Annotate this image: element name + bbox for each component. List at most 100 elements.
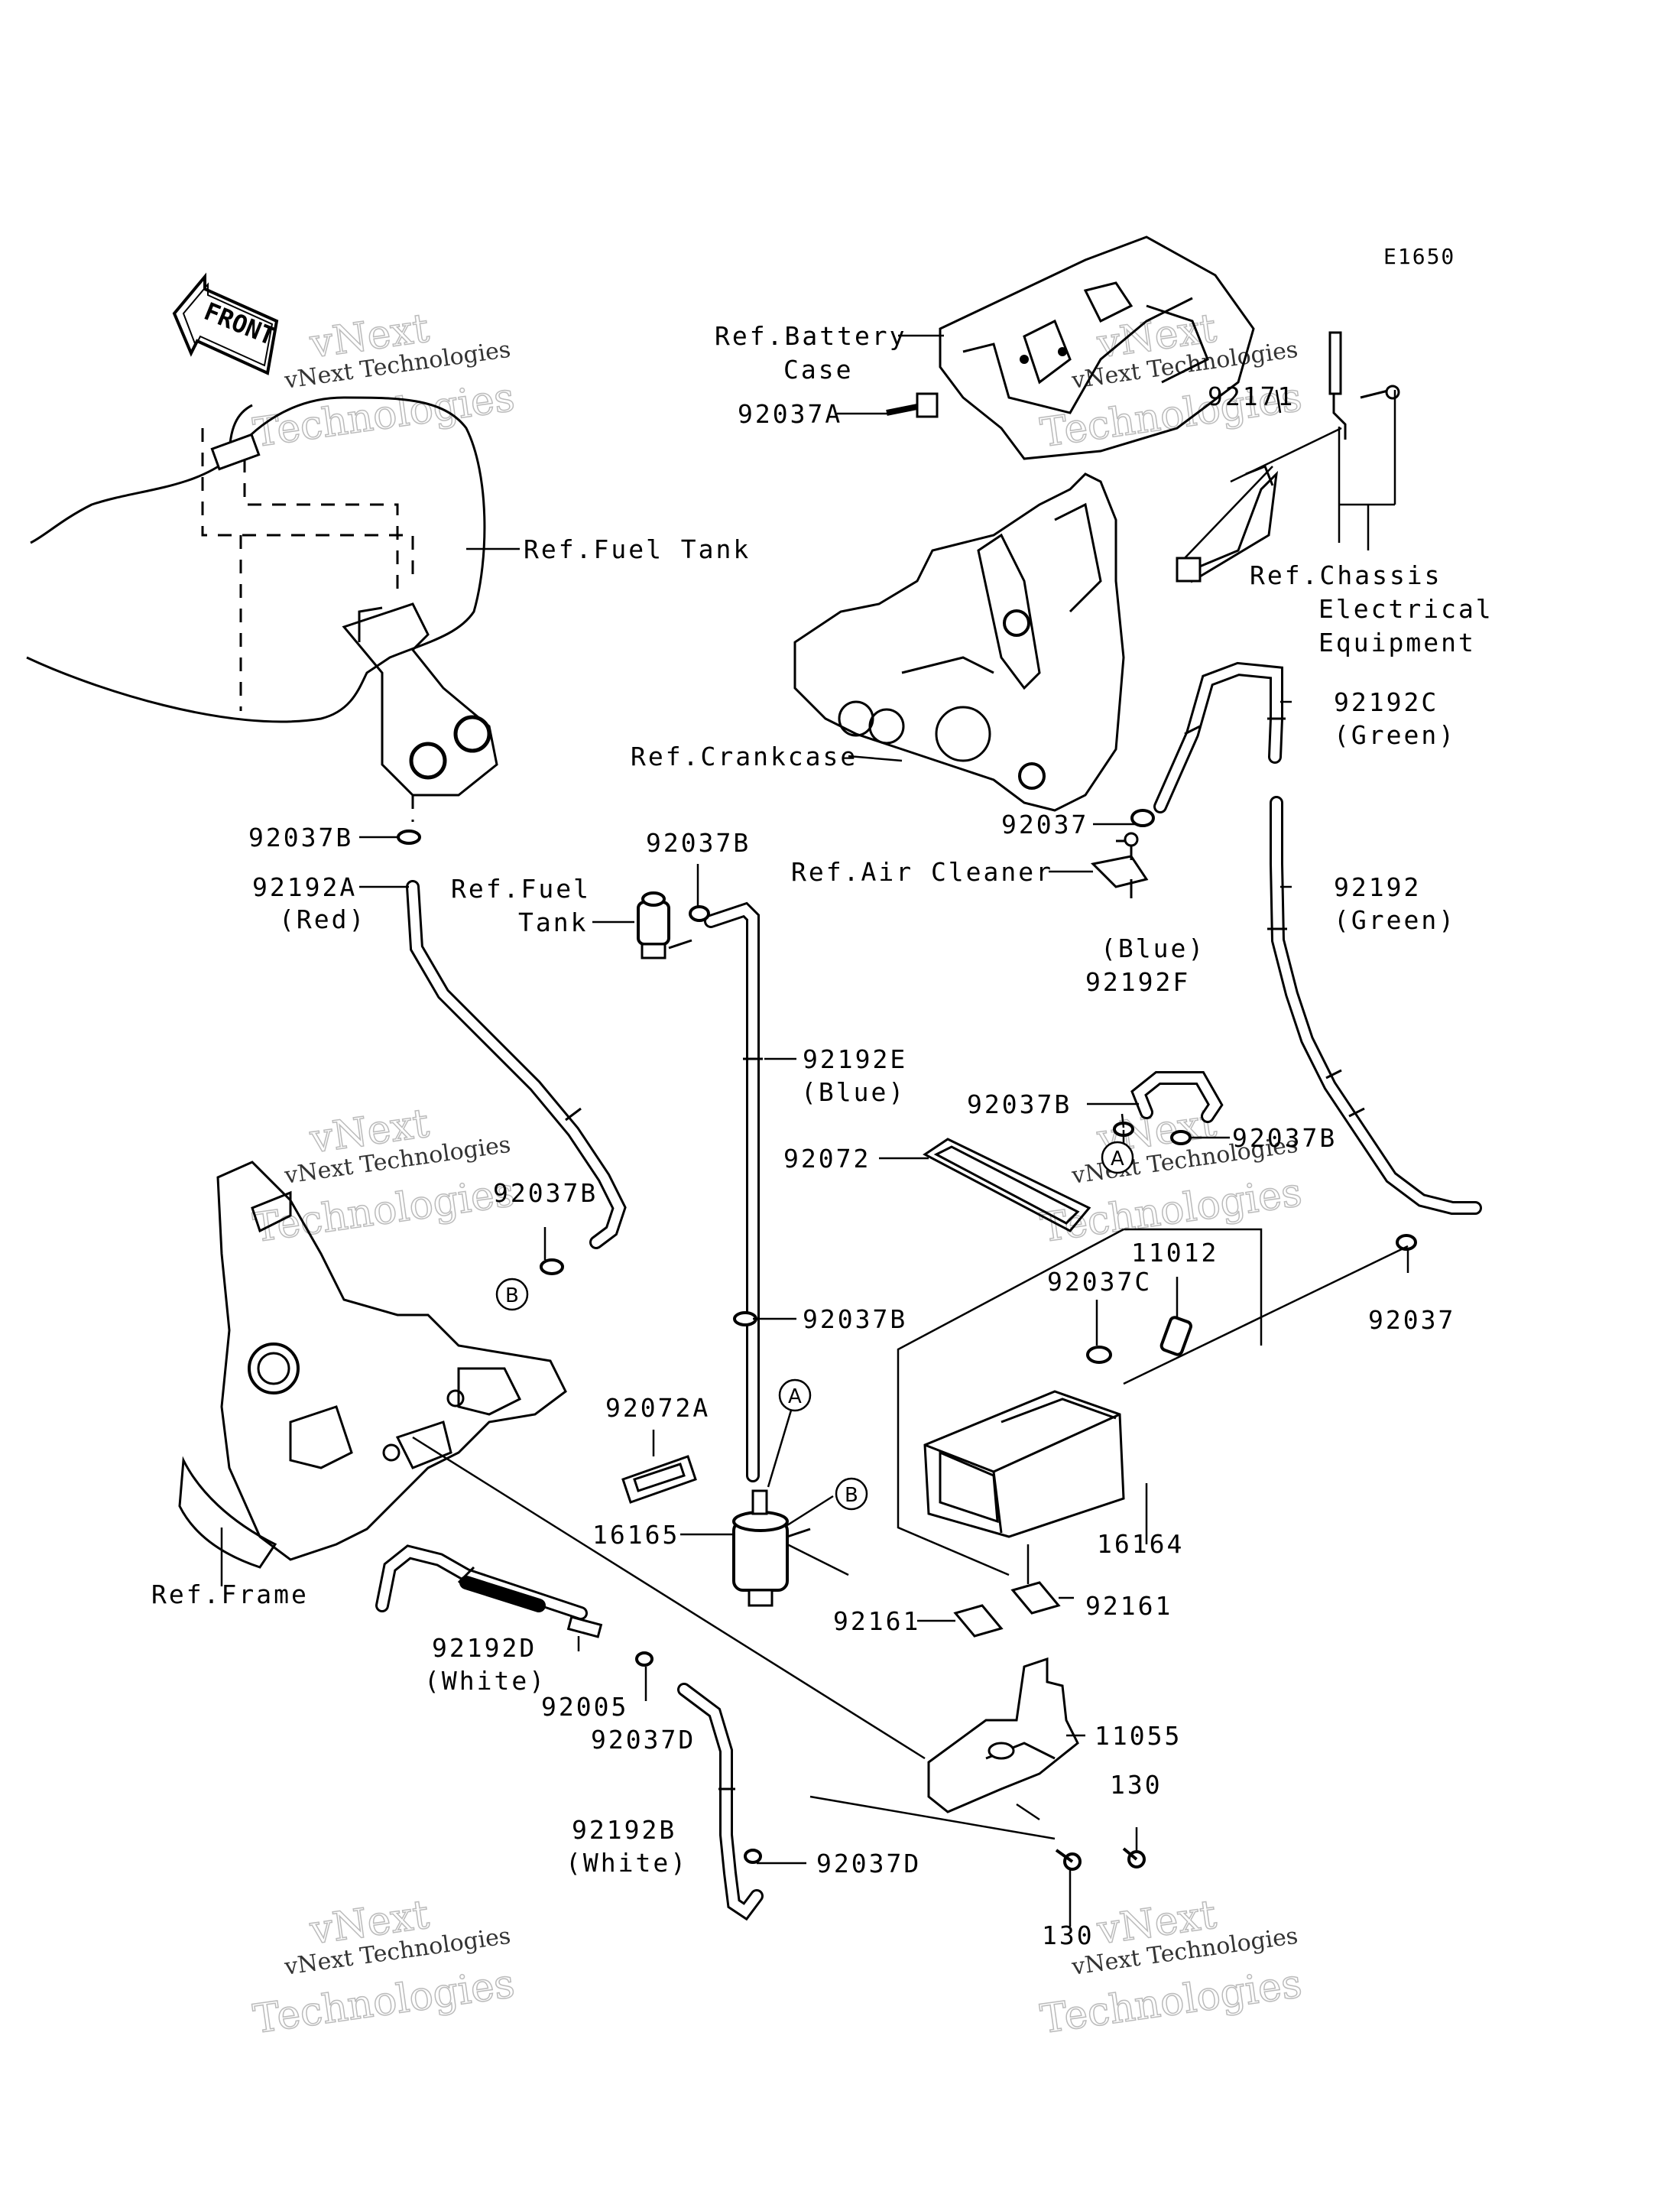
label-92037-top: 92037 [1001, 810, 1088, 839]
air-cleaner-fitting-icon [1090, 832, 1149, 898]
label-16165: 16165 [592, 1520, 679, 1550]
diagram-code: E1650 [1383, 244, 1455, 269]
label-92037D-left: 92037D [591, 1725, 696, 1755]
label-92192C-color: (Green) [1334, 720, 1456, 750]
label-ref-fuel-tank-mid-2: Tank [518, 907, 588, 937]
label-92037B-low: 92037B [493, 1178, 598, 1208]
watermark-top-left: vNext Technologies vNext Technologies [250, 305, 518, 457]
bolt-130-top-icon [1122, 1847, 1146, 1868]
pad-92161-right-icon [1010, 1581, 1061, 1615]
label-ref-chassis-3: Equipment [1318, 628, 1476, 657]
label-92192B: 92192B [572, 1815, 676, 1845]
label-ref-fuel-tank-mid-1: Ref.Fuel [451, 874, 591, 904]
strap-92072-icon [923, 1138, 1091, 1232]
label-92037C: 92037C [1047, 1267, 1152, 1297]
label-ref-chassis-1: Ref.Chassis [1250, 560, 1442, 590]
label-92192F: 92192F [1085, 967, 1190, 997]
svg-text:B: B [845, 1484, 858, 1507]
label-92171: 92171 [1208, 381, 1295, 411]
label-92192B-color: (White) [566, 1848, 688, 1878]
svg-text:B: B [505, 1284, 519, 1307]
label-92192C: 92192C [1334, 687, 1438, 717]
bracket-11055-icon [927, 1657, 1079, 1813]
frame-outline [178, 1161, 567, 1569]
label-92192A: 92192A [252, 872, 357, 902]
hose-92192d-pipe [459, 1576, 546, 1612]
pipe-11012-icon [1159, 1316, 1192, 1356]
label-92037D-right: 92037D [816, 1849, 921, 1878]
strap-92072a-icon [621, 1455, 697, 1504]
label-92161-right: 92161 [1085, 1591, 1172, 1621]
label-ref-battery-case-2: Case [783, 355, 853, 385]
label-ref-chassis-2: Electrical [1318, 594, 1494, 624]
label-92072A: 92072A [605, 1393, 710, 1423]
label-92192: 92192 [1334, 872, 1421, 902]
watermark-mid-left: vNext Technologies vNext Technologies [250, 1100, 518, 1252]
part-labels: Ref.Battery Case 92037A 92171 Ref.Fuel T… [151, 321, 1494, 1950]
callout-b-left: B [495, 1278, 529, 1311]
label-92037-right: 92037 [1368, 1305, 1455, 1335]
label-92192E: 92192E [803, 1044, 907, 1074]
watermark-bottom-left: vNext Technologies vNext Technologies [250, 1891, 518, 2044]
fuel-filter-16165-icon [732, 1489, 811, 1607]
fuel-tank-bracket [342, 602, 498, 797]
label-ref-crankcase: Ref.Crankcase [631, 742, 858, 771]
label-92192-color: (Green) [1334, 905, 1456, 935]
label-92037A: 92037A [738, 399, 842, 429]
label-92037B-b: 92037B [803, 1304, 907, 1334]
leader-lines [220, 334, 1409, 1927]
hose-92192c [1153, 661, 1286, 813]
label-ref-frame: Ref.Frame [151, 1580, 309, 1609]
label-92037B-right1: 92037B [967, 1089, 1072, 1119]
front-arrow-icon: FRONT [172, 272, 279, 375]
clamp-92037b-left-icon [397, 830, 421, 845]
bolt-130-bottom-icon [1055, 1849, 1082, 1871]
label-ref-battery-case-1: Ref.Battery [715, 321, 907, 351]
label-ref-air-cleaner: Ref.Air Cleaner [791, 857, 1053, 887]
label-92192D: 92192D [432, 1633, 537, 1663]
hose-92192 [1267, 796, 1482, 1215]
fitting-92005-icon [566, 1615, 603, 1638]
callout-a-filter: A [778, 1378, 812, 1412]
fuel-valve-icon [637, 891, 692, 959]
hose-92192b [677, 1683, 764, 1921]
battery-case-outline [939, 235, 1255, 460]
callout-b-filter: B [835, 1477, 868, 1511]
label-92072: 92072 [783, 1144, 871, 1174]
clamp-92037d-right-icon [744, 1849, 762, 1864]
pad-92161-left-icon [953, 1604, 1004, 1638]
sensor-92171-icon [1176, 465, 1279, 583]
hose-92192a [406, 880, 627, 1249]
label-92192E-color: (Blue) [801, 1077, 906, 1107]
hose-92192f [1130, 1071, 1224, 1123]
canister-box-frame [897, 1228, 1263, 1576]
canister-16164-icon [923, 1390, 1125, 1538]
label-16164: 16164 [1097, 1529, 1184, 1559]
fuel-tank-outline [26, 396, 486, 723]
hose-92192e [704, 901, 763, 1482]
callout-a-top: A [1101, 1141, 1134, 1174]
label-92192D-color: (White) [424, 1666, 546, 1696]
bolt-92037A-icon [886, 392, 939, 418]
watermark-bottom-right: vNext Technologies vNext Technologies [1037, 1891, 1305, 2044]
clamp-92037-top-icon [1130, 809, 1155, 827]
clamp-92037b-low-icon [540, 1258, 564, 1275]
clamp-92037b-right2-icon [1170, 1130, 1192, 1145]
label-92192A-color: (Red) [279, 904, 366, 934]
label-ref-fuel-tank-top: Ref.Fuel Tank [524, 534, 751, 564]
clamp-92037b-b-icon [733, 1311, 757, 1326]
chassis-wire-icon [1328, 331, 1400, 440]
label-92037B-mid: 92037B [646, 828, 751, 858]
svg-text:A: A [788, 1385, 802, 1408]
label-11055: 11055 [1095, 1721, 1182, 1751]
label-11012: 11012 [1131, 1238, 1218, 1268]
label-92037B-left: 92037B [248, 823, 353, 852]
clamp-92037d-left-icon [635, 1651, 654, 1667]
svg-text:A: A [1111, 1148, 1124, 1170]
label-92037B-right2: 92037B [1232, 1123, 1337, 1153]
label-92192F-color: (Blue) [1101, 933, 1205, 963]
label-92161-left: 92161 [833, 1606, 920, 1636]
label-92005: 92005 [541, 1692, 628, 1722]
label-130-bottom: 130 [1042, 1920, 1095, 1950]
